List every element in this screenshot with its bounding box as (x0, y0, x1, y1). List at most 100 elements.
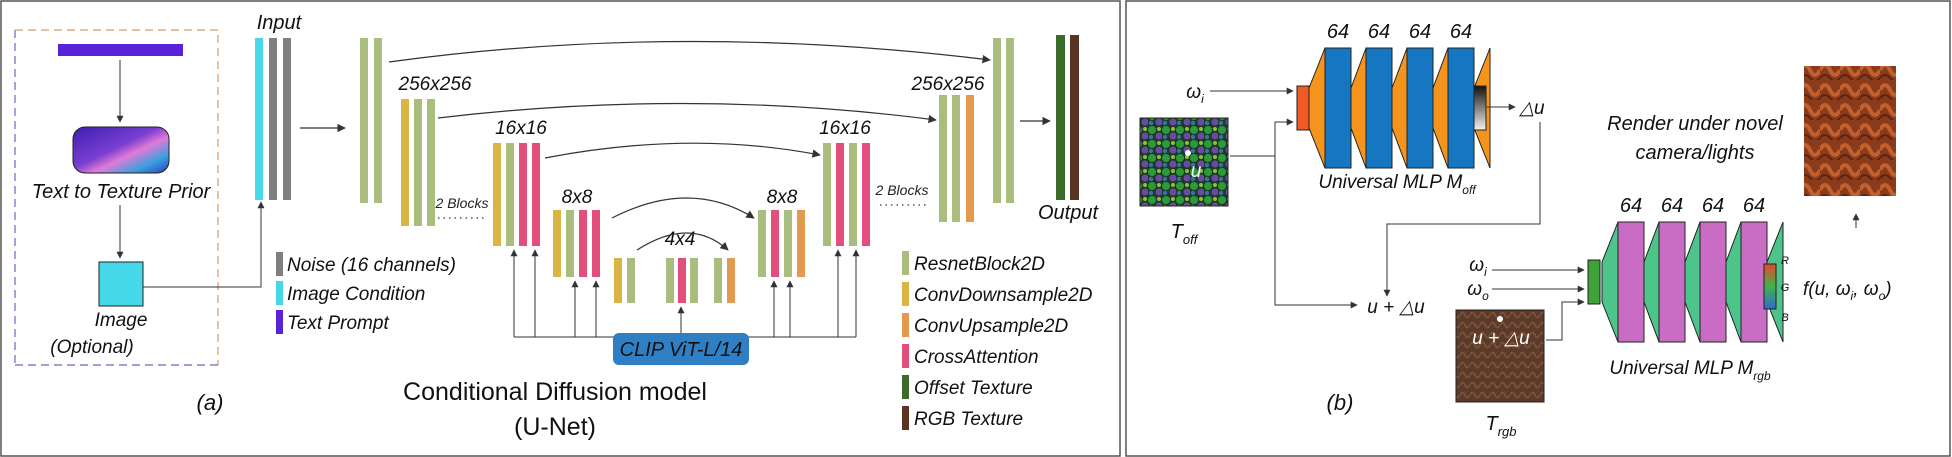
unet-title-line2: (U-Net) (514, 413, 596, 441)
cross-attention-block (678, 258, 686, 303)
image-condition-box (98, 261, 144, 307)
block-legend-label: ConvDownsample2D (914, 285, 1093, 306)
resnet-block (939, 95, 947, 222)
res-4: 4x4 (665, 229, 696, 250)
prior-dashed-box (14, 29, 219, 366)
blocks-right: 2 Blocks (875, 182, 929, 198)
res-8-right: 8x8 (767, 187, 798, 208)
block-legend-swatch (902, 375, 909, 399)
rgb-texture-image (1455, 309, 1545, 403)
output-label: Output (1038, 202, 1099, 224)
resnet-block (823, 143, 831, 246)
layer-width-label: 64 (1368, 21, 1390, 43)
cross-attention-block (592, 210, 600, 277)
offset-texture-image (1139, 117, 1229, 207)
render-line2: camera/lights (1636, 142, 1755, 164)
layer-width-label: 64 (1450, 21, 1472, 43)
panel-b-border (1125, 0, 1951, 457)
mlp-rgb-label: Universal MLP Mrgb (1609, 358, 1771, 383)
cross-attention-block (862, 143, 870, 246)
resnet-block (1006, 38, 1014, 203)
res-16-right: 16x16 (819, 118, 871, 139)
mlp-layer (1658, 221, 1686, 343)
layer-width-label: 64 (1702, 195, 1724, 217)
block-legend-label: CrossAttention (914, 347, 1039, 368)
resnet-block (360, 38, 368, 203)
rgb-g-label: G (1781, 282, 1790, 294)
res-16-left: 16x16 (495, 118, 547, 139)
rgb-r-label: R (1781, 255, 1789, 267)
block-legend-swatch (902, 406, 909, 430)
res-256-left: 256x256 (398, 74, 472, 95)
skip-connection-8 (611, 197, 755, 219)
resnet-block (414, 99, 422, 226)
render-line1: Render under novel (1607, 113, 1783, 135)
block-legend-label: ResnetBlock2D (914, 254, 1045, 275)
downsample-block (401, 99, 409, 226)
mlp-off-output-node (1473, 85, 1487, 131)
mlp-layer (1447, 47, 1475, 169)
input-legend-swatch (276, 252, 283, 276)
block-legend-label: ConvUpsample2D (914, 316, 1068, 337)
resnet-block (993, 38, 1001, 203)
mlp-joint (1725, 221, 1742, 343)
mlp-layer (1699, 221, 1727, 343)
panel-a-label: (a) (197, 390, 224, 415)
text-to-texture-prior-icon (72, 126, 170, 174)
rgb-b-label: B (1781, 312, 1788, 324)
resnet-block (690, 258, 698, 303)
prior-label: Text to Texture Prior (32, 181, 212, 203)
sum-label: u + △u (1367, 297, 1425, 318)
mlp-layer (1365, 47, 1393, 169)
t-rgb-label: Trgb (1485, 413, 1516, 439)
mlp-joint (1684, 221, 1701, 343)
res-8-left: 8x8 (562, 187, 593, 208)
unet-title-line1: Conditional Diffusion model (403, 378, 707, 406)
skip-connection-16 (544, 142, 821, 159)
resnet-block (784, 210, 792, 277)
mlp-layer (1740, 221, 1768, 343)
resnet-block (427, 99, 435, 226)
panel-a-border (0, 0, 1121, 457)
cross-attention-block (771, 210, 779, 277)
delta-u-label: △u (1518, 98, 1545, 119)
input-label: Input (257, 12, 303, 34)
input-noise-bar-2 (283, 38, 291, 200)
resnet-block (627, 258, 635, 303)
t-off-label: Toff (1171, 221, 1199, 247)
upsample-block (797, 210, 805, 277)
image-label-line2: (Optional) (50, 337, 133, 358)
blocks-left: 2 Blocks (435, 195, 489, 211)
resnet-block (714, 258, 722, 303)
text-prompt-bar (58, 44, 183, 56)
mlp-rgb-input-node (1587, 259, 1601, 305)
panel-b-label: (b) (1327, 390, 1354, 415)
cross-attention-block (519, 143, 527, 246)
downsample-block (493, 143, 501, 246)
fn-label: f(u, ωi, ωo) (1803, 279, 1892, 303)
mlp-layer (1617, 221, 1645, 343)
input-noise-bar-1 (269, 38, 277, 200)
input-legend-swatch (276, 310, 283, 334)
input-image-condition-bar (255, 38, 263, 200)
layer-width-label: 64 (1661, 195, 1683, 217)
mlp-joint (1308, 47, 1326, 169)
downsample-block (553, 210, 561, 277)
clip-label: CLIP ViT-L/14 (620, 339, 743, 361)
block-legend-label: RGB Texture (914, 409, 1023, 430)
skip-connection-256-outer (388, 40, 991, 64)
resnet-block (666, 258, 674, 303)
input-legend-label: Text Prompt (287, 313, 389, 334)
mlp-off-input-node (1296, 85, 1310, 131)
resnet-block (506, 143, 514, 246)
skip-connection-4 (636, 232, 729, 251)
input-legend-label: Noise (16 channels) (287, 255, 456, 276)
u-plus-delta-in-texture: u + △u (1472, 328, 1530, 349)
block-legend-label: Offset Texture (914, 378, 1033, 399)
res-256-right: 256x256 (911, 74, 985, 95)
image-label-line1: Image (95, 310, 148, 331)
